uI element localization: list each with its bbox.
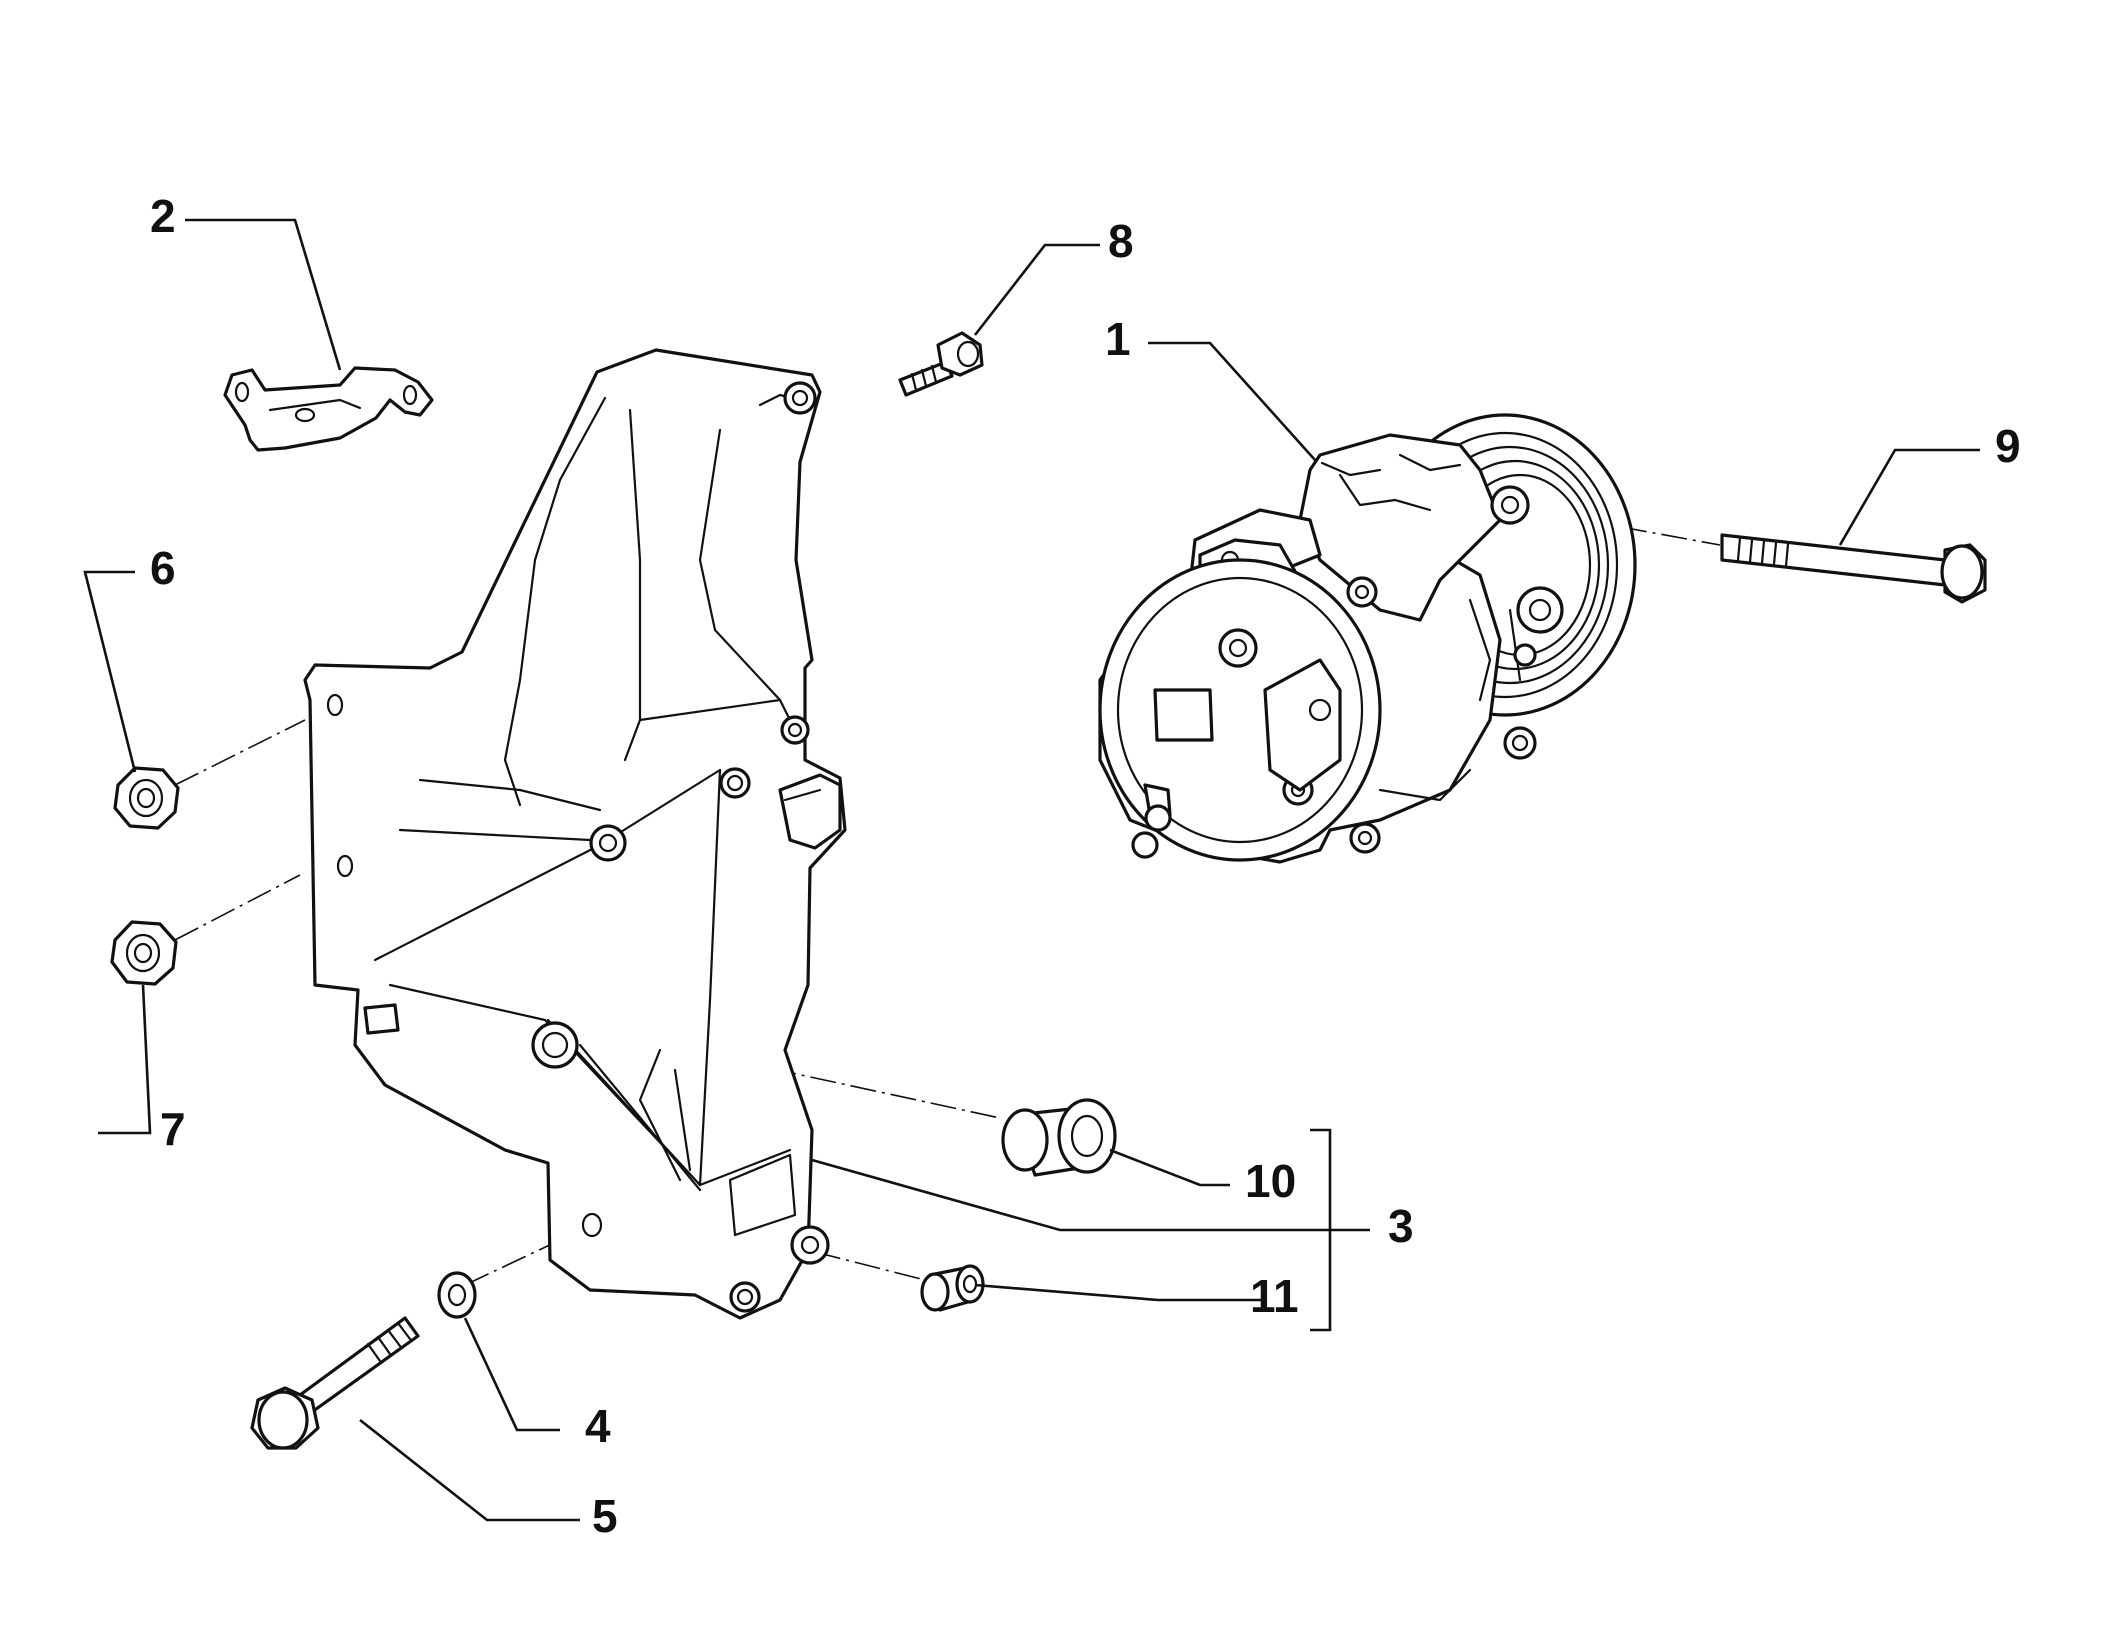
leader-5 (359, 1418, 580, 1522)
callout-7: 7 (160, 1103, 186, 1155)
callout-1: 1 (1105, 313, 1131, 365)
nut-part-7 (110, 920, 178, 986)
nut-part-6 (113, 766, 180, 830)
callout-labels: 1 2 3 4 5 6 7 8 9 10 11 (150, 190, 2021, 1542)
leader-6 (83, 570, 137, 773)
callout-6: 6 (150, 542, 176, 594)
leader-1 (1148, 341, 1316, 461)
leader-9 (1838, 448, 1980, 546)
leader-11 (974, 1283, 1265, 1302)
leader-2 (185, 218, 342, 371)
leader-3 (811, 1158, 1370, 1232)
washer-part-4 (437, 1271, 477, 1319)
callout-5: 5 (592, 1490, 618, 1542)
leader-4 (463, 1317, 560, 1432)
long-bolt-part-9 (1720, 533, 1987, 604)
bushing-part-10 (1001, 1098, 1117, 1177)
leader-10 (1109, 1148, 1230, 1187)
mounting-bracket-part-3 (303, 348, 847, 1320)
callout-4: 4 (585, 1400, 611, 1452)
leader-lines (83, 218, 1980, 1522)
callout-11: 11 (1250, 1270, 1299, 1322)
callout-9: 9 (1995, 420, 2021, 472)
short-bolt-part-8 (898, 331, 984, 397)
group-bracket-3 (1310, 1128, 1332, 1332)
dowel-pin-part-11 (920, 1264, 985, 1312)
lower-bolt-part-5 (250, 1316, 420, 1450)
leader-7 (98, 984, 152, 1135)
callout-8: 8 (1108, 215, 1134, 267)
leader-8 (973, 243, 1100, 336)
compressor-part-1 (1098, 413, 1637, 864)
callout-10: 10 (1245, 1155, 1296, 1207)
small-bracket-part-2 (223, 366, 434, 452)
callout-3: 3 (1388, 1200, 1414, 1252)
callout-2: 2 (150, 190, 176, 242)
